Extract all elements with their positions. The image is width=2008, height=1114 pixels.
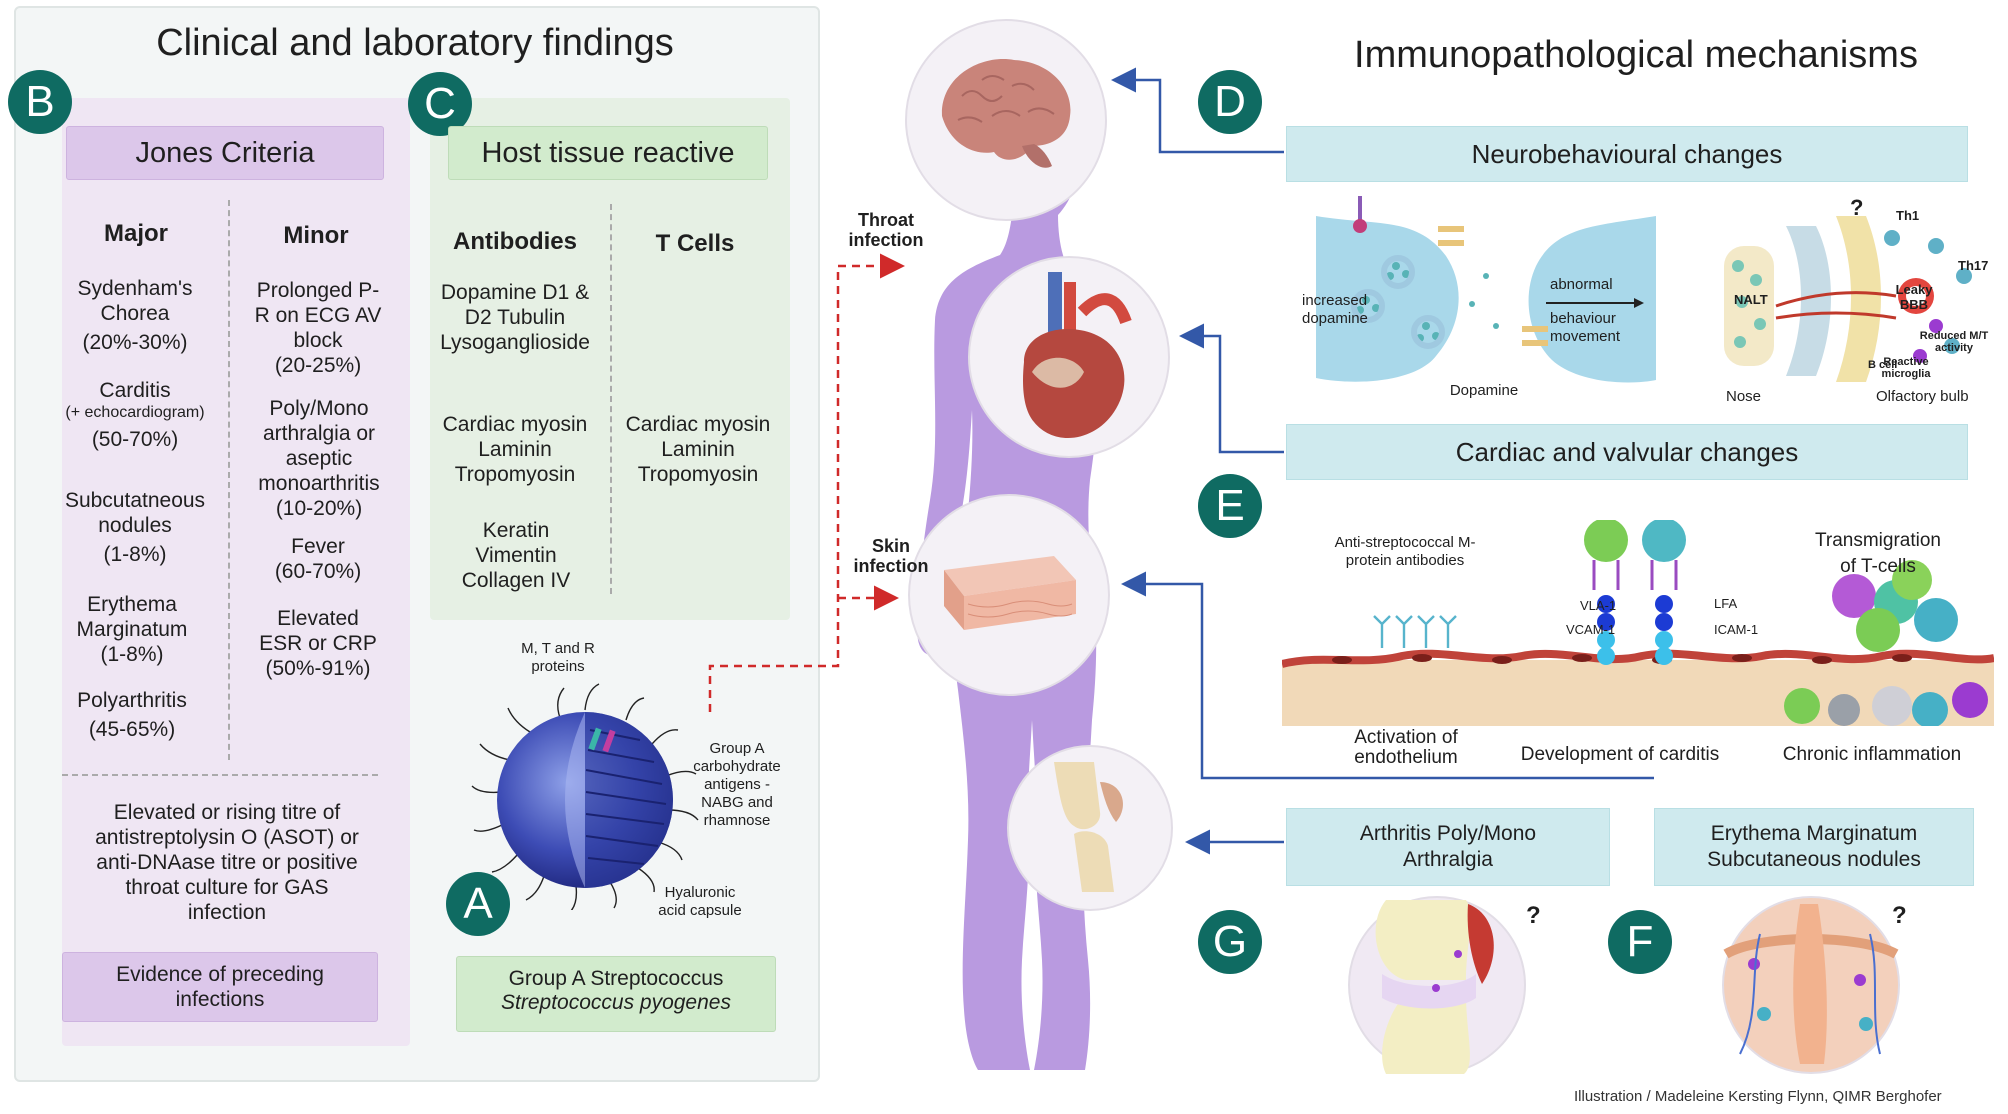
jones-h-divider	[62, 774, 378, 776]
joint-question: ?	[1526, 902, 1541, 929]
streptococcus-illustration	[471, 683, 699, 910]
bcell-label: B cell	[1868, 359, 1898, 371]
strep-name: Group A Streptococcus	[508, 967, 724, 990]
host-divider	[610, 204, 612, 594]
skin-nodule-circle	[1722, 896, 1900, 1074]
minor-item: Fever(60-70%)	[274, 535, 362, 583]
immuno-title: Immunopathological mechanisms	[1354, 34, 1918, 76]
label-f: F	[1608, 910, 1672, 974]
reduced-label: Reduced M/T activity	[1919, 330, 1989, 354]
nose-label: Nose	[1726, 388, 1762, 405]
neuro-header: Neurobehavioural changes	[1286, 126, 1968, 182]
abnormal-label: abnormal	[1550, 276, 1613, 293]
erythema-box: Erythema Marginatum Subcutaneous nodules	[1654, 808, 1974, 886]
icam-label: ICAM-1	[1714, 622, 1759, 637]
behaviour-arrow	[1546, 298, 1644, 308]
dopamine-label: Dopamine	[1449, 382, 1519, 399]
endothelium-illustration	[1282, 520, 1994, 726]
label-capsule: Hyaluronic acid capsule	[658, 884, 742, 919]
lfa-label: LFA	[1714, 596, 1738, 611]
strep-box: Group A Streptococcus Streptococcus pyog…	[456, 956, 776, 1032]
activation-label: Activation of endothelium	[1354, 727, 1458, 768]
jones-panel	[62, 98, 410, 1046]
minor-item: Poly/Mono arthralgia or aseptic monoarth…	[258, 397, 380, 520]
illustration-credit: Illustration / Madeleine Kersting Flynn,…	[1574, 1088, 1942, 1105]
vla-label: VLA-1	[1580, 598, 1617, 613]
nodule-question: ?	[1892, 902, 1907, 929]
label-carb: Group A carbohydrate antigens - NABG and…	[693, 740, 781, 829]
label-proteins: M, T and R proteins	[521, 640, 595, 675]
olfactory-illustration	[1724, 216, 1972, 382]
arthritis-box: Arthritis Poly/Mono Arthralgia	[1286, 808, 1610, 886]
joint-circle	[1348, 896, 1526, 1074]
strep-species: Streptococcus pyogenes	[501, 991, 731, 1014]
th1-label: Th1	[1896, 208, 1920, 223]
host-header: Host tissue reactive	[448, 126, 768, 180]
brain-circle	[905, 19, 1107, 221]
minor-item: Elevated ESR or CRP(50%-91%)	[259, 607, 377, 680]
label-b: B	[8, 70, 72, 134]
antibodies-title: Antibodies	[453, 228, 577, 255]
antibodies-list-1: Dopamine D1 & D2 Tubulin Lysoganglioside	[440, 281, 590, 354]
clinical-title: Clinical and laboratory findings	[156, 22, 674, 64]
jones-divider	[228, 200, 230, 760]
skin-infection-label: Skin infection	[853, 536, 929, 576]
label-g: G	[1198, 910, 1262, 974]
development-label: Development of carditis	[1520, 744, 1720, 765]
leaky-bbb-label: Leaky BBB	[1895, 282, 1933, 312]
minor-item: Prolonged P-R on ECG AV block(20-25%)	[254, 279, 382, 377]
major-item: Subcutatneous nodules(1-8%)	[64, 489, 206, 566]
major-title: Major	[103, 220, 168, 247]
tcells-list: Cardiac myosin Laminin Tropomyosin	[625, 413, 771, 486]
label-e: E	[1198, 474, 1262, 538]
lab-criteria: Elevated or rising titre of antistreptol…	[95, 801, 359, 924]
th17-label: Th17	[1958, 258, 1989, 273]
antibodies-list-2: Cardiac myosin Laminin Tropomyosin	[442, 413, 588, 486]
major-item: Erythema Marginatum(1-8%)	[76, 593, 188, 666]
evidence-box: Evidence of preceding infections	[62, 952, 378, 1022]
olfactory-question: ?	[1850, 195, 1864, 220]
heart-circle	[968, 256, 1170, 458]
reactive-label: Reactive microglia	[1881, 356, 1931, 380]
throat-infection-label: Throat infection	[848, 210, 924, 250]
chronic-label: Chronic inflammation	[1782, 744, 1962, 765]
tcells-title: T Cells	[655, 230, 735, 257]
increased-dopamine-label: increased dopamine	[1302, 292, 1368, 327]
label-a: A	[446, 872, 510, 936]
label-c: C	[408, 72, 472, 136]
anti-strep-label: Anti-streptococcal M-protein antibodies	[1334, 534, 1476, 569]
synapse-illustration	[1316, 196, 1656, 383]
major-item: Sydenham's Chorea(20%-30%)	[77, 277, 193, 354]
transmigration-label: Transmigration of T-cells	[1814, 530, 1941, 577]
skin-circle	[908, 494, 1110, 696]
olfactory-bulb-label: Olfactory bulb	[1876, 388, 1969, 405]
jones-header: Jones Criteria	[66, 126, 384, 180]
knee-circle	[1007, 745, 1173, 911]
major-item: Polyarthritis(45-65%)	[77, 689, 187, 741]
vcam-label: VCAM-1	[1566, 622, 1616, 637]
label-d: D	[1198, 70, 1262, 134]
antibodies-list-3: Keratin Vimentin Collagen IV	[461, 519, 571, 592]
minor-title: Minor	[283, 222, 349, 249]
major-item: Carditis (+ echocardiogram) (50-70%)	[65, 379, 205, 451]
nalt-label: NALT	[1734, 292, 1768, 307]
cardiac-header: Cardiac and valvular changes	[1286, 424, 1968, 480]
behaviour-label: behaviour movement	[1550, 310, 1621, 345]
